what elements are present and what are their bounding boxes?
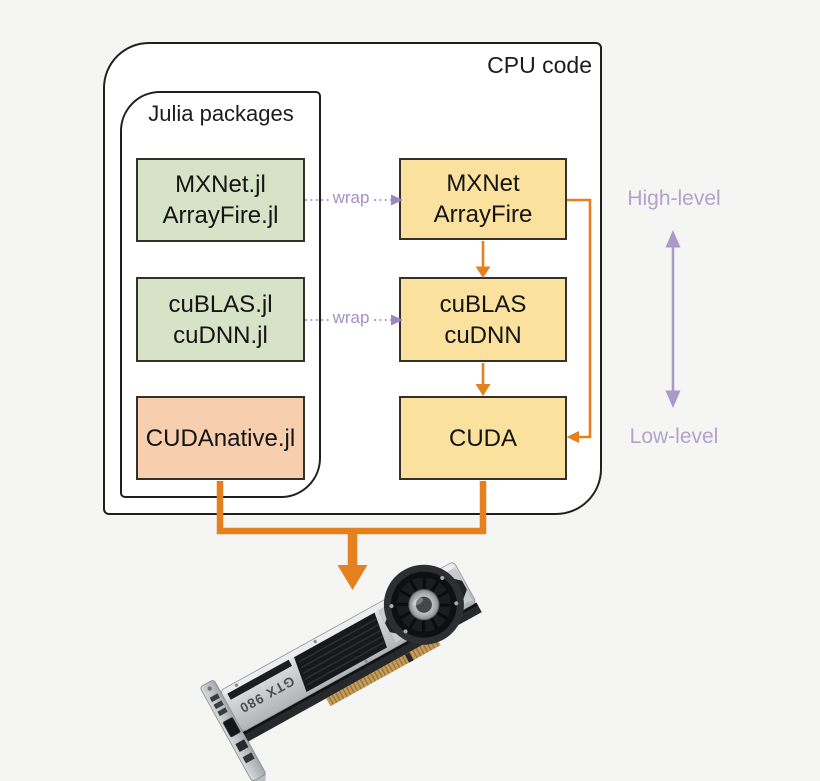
cpu-code-label: CPU code [487, 52, 592, 78]
node-line: CUDAnative.jl [145, 424, 296, 452]
wrap-label-2: wrap [332, 308, 370, 327]
gpu-side [242, 602, 482, 742]
node-line: MXNet [446, 170, 520, 197]
wrap-label-1: wrap [332, 188, 370, 207]
node-line: ArrayFire [433, 201, 533, 228]
gpu-bracket [200, 680, 267, 781]
node-mxnet: MXNet ArrayFire [399, 158, 567, 240]
node-cublas: cuBLAS cuDNN [399, 277, 567, 362]
gpu-model-text: GTX 980 [236, 673, 297, 716]
gpu-pcie-connector [326, 637, 441, 707]
node-cuda: CUDA [399, 396, 567, 480]
high-level-label: High-level [627, 187, 721, 210]
gpu-fan [378, 564, 473, 645]
gpu-image: GTX 980 [200, 562, 482, 781]
low-level-label: Low-level [629, 425, 719, 448]
node-mxnet-jl: MXNet.jl ArrayFire.jl [136, 158, 305, 242]
julia-packages-label: Julia packages [148, 101, 294, 126]
node-line: MXNet.jl [175, 171, 266, 198]
node-cublas-jl: cuBLAS.jl cuDNN.jl [136, 277, 305, 362]
node-line: cuBLAS [439, 290, 527, 318]
node-line: cuBLAS.jl [168, 290, 273, 318]
level-scale-arrow [665, 230, 681, 408]
node-line: CUDA [448, 424, 517, 452]
gpu-shroud [221, 562, 476, 731]
gpu-heatsink [294, 612, 387, 693]
node-cudanative-jl: CUDAnative.jl [136, 396, 305, 480]
node-line: ArrayFire.jl [162, 202, 279, 229]
node-line: cuDNN.jl [173, 321, 268, 349]
node-line: cuDNN [444, 321, 522, 349]
